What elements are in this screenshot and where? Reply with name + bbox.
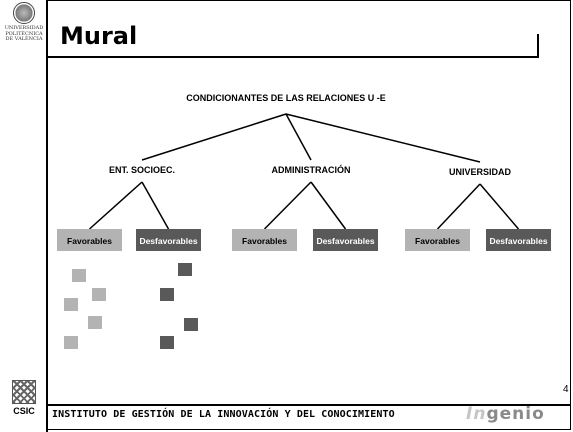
group-to-leaf-connector [436, 183, 481, 230]
footer-rule [48, 404, 571, 406]
root-to-group-connector [285, 113, 481, 163]
favorable-square [72, 269, 86, 282]
desfavorable-label: Desfavorables [316, 236, 374, 246]
footer-institute-name: INSTITUTO DE GESTIÓN DE LA INNOVACIÓN Y … [52, 409, 395, 420]
favorable-box [405, 229, 470, 251]
university-logo-text: UNIVERSIDAD POLITÈCNICA DE VALÈNCIA [4, 25, 44, 42]
group-node-label: UNIVERSIDAD [449, 167, 512, 177]
favorable-square [64, 298, 78, 311]
favorable-box [57, 229, 122, 251]
desfavorable-square [160, 336, 174, 349]
csic-logo: CSIC [7, 380, 41, 416]
slide-title: Mural [60, 22, 138, 50]
ingenio-logo: Ingenio [466, 404, 545, 424]
group-to-leaf-connector [263, 181, 312, 230]
group-to-leaf-connector [310, 181, 347, 230]
university-seal-icon [13, 2, 35, 24]
root-to-group-connector [141, 113, 287, 161]
csic-emblem-icon [12, 380, 36, 404]
university-logo: UNIVERSIDAD POLITÈCNICA DE VALÈNCIA [4, 2, 44, 43]
desfavorable-box [486, 229, 551, 251]
desfavorable-label: Desfavorables [489, 236, 547, 246]
root-node-label: CONDICIONANTES DE LAS RELACIONES U -E [186, 93, 386, 103]
favorable-box [232, 229, 297, 251]
favorable-square [88, 316, 102, 329]
favorable-label: Favorables [67, 236, 112, 246]
desfavorable-square [184, 318, 198, 331]
page-number: 4 [563, 384, 569, 395]
favorable-square [92, 288, 106, 301]
favorable-label: Favorables [242, 236, 287, 246]
ingenio-logo-suffix: genio [486, 404, 545, 424]
group-node-label: ENT. SOCIOEC. [109, 165, 175, 175]
left-sidebar: UNIVERSIDAD POLITÈCNICA DE VALÈNCIA CSIC [0, 0, 48, 432]
group-to-leaf-connector [141, 181, 170, 230]
title-underline [48, 56, 539, 58]
favorable-square [64, 336, 78, 349]
desfavorable-square [160, 288, 174, 301]
favorable-label: Favorables [415, 236, 460, 246]
desfavorable-box [313, 229, 378, 251]
title-corner-tick [537, 34, 539, 58]
desfavorable-box [136, 229, 201, 251]
relations-tree-diagram: CONDICIONANTES DE LAS RELACIONES U -E ENT… [57, 93, 551, 349]
group-to-leaf-connector [88, 181, 143, 230]
group-node-label: ADMINISTRACIÓN [272, 164, 351, 175]
root-to-group-connector [285, 113, 312, 161]
desfavorable-label: Desfavorables [139, 236, 197, 246]
desfavorable-square [178, 263, 192, 276]
group-to-leaf-connector [479, 183, 520, 230]
ingenio-logo-prefix: In [466, 404, 487, 424]
csic-logo-text: CSIC [13, 406, 35, 416]
